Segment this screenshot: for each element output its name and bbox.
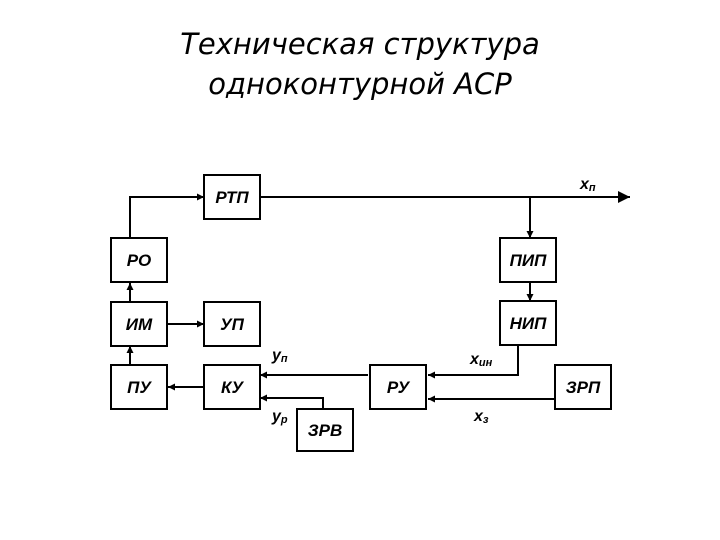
- block-pu-label: ПУ: [127, 378, 152, 397]
- block-im: ИМ: [110, 301, 168, 347]
- block-ku-label: КУ: [221, 378, 244, 397]
- block-zrv-label: ЗРВ: [308, 421, 343, 440]
- block-rtp: РТП: [203, 174, 261, 220]
- signal-yp-label: yп: [271, 347, 288, 365]
- signal-yr-label: yр: [271, 408, 288, 426]
- block-nip-label: НИП: [510, 314, 548, 333]
- block-pu: ПУ: [110, 364, 168, 410]
- connections: [126, 191, 630, 409]
- block-up-label: УП: [220, 315, 245, 334]
- block-ro: РО: [110, 237, 168, 283]
- slide-title: Техническая структура одноконтурной АСР: [0, 24, 720, 104]
- block-pip-label: ПИП: [510, 251, 547, 270]
- block-ku: КУ: [203, 364, 261, 410]
- block-pip: ПИП: [499, 237, 557, 283]
- block-ro-label: РО: [127, 251, 152, 270]
- block-ru-label: РУ: [387, 378, 411, 397]
- zrv-to-ku-line: [260, 394, 324, 409]
- title-line-2: одноконтурной АСР: [208, 67, 512, 101]
- block-im-label: ИМ: [126, 315, 153, 334]
- block-nip: НИП: [499, 300, 557, 346]
- nip-to-ru-line: [428, 345, 519, 379]
- block-up: УП: [203, 301, 261, 347]
- block-zrv: ЗРВ: [296, 408, 354, 452]
- block-rtp-label: РТП: [215, 188, 249, 207]
- signal-xin-label: xин: [469, 351, 493, 369]
- signal-xp-label: xп: [579, 176, 596, 194]
- block-zrp-label: ЗРП: [566, 378, 601, 397]
- title-line-1: Техническая структура: [180, 27, 540, 61]
- block-ru: РУ: [369, 364, 427, 410]
- signal-xz-label: xз: [473, 408, 489, 426]
- block-zrp: ЗРП: [554, 364, 612, 410]
- ro-to-rtp-line: [129, 193, 204, 238]
